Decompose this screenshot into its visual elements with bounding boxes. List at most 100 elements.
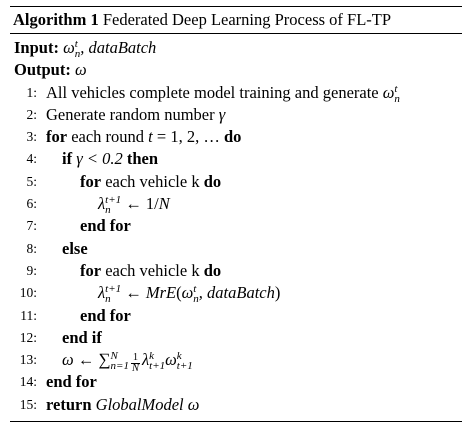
lambda-sub: n <box>105 204 111 217</box>
omega-sub: t+1 <box>176 360 193 373</box>
arrow: ← <box>73 350 99 370</box>
line-number: 1: <box>26 84 37 100</box>
output-value: ω <box>74 60 87 80</box>
algorithm-block: Algorithm 1 Federated Deep Learning Proc… <box>10 6 462 422</box>
omega-sup: k <box>176 350 182 363</box>
line-number: 13: <box>19 352 37 368</box>
line-text: All vehicles complete model training and… <box>46 82 383 102</box>
line-text: each vehicle k <box>101 171 204 191</box>
lambda-symbol: λ <box>98 194 106 214</box>
algorithm-line-4: 4: if γ < 0.2 then <box>10 148 462 170</box>
line-number: 12: <box>19 329 37 345</box>
lambda-sub: n <box>105 293 111 306</box>
keyword-end-for: end for <box>80 216 131 236</box>
line-number: 8: <box>26 240 37 256</box>
input-omega-sup: t <box>74 38 78 50</box>
arrow: ← <box>121 283 146 303</box>
input-label: Input: <box>14 38 59 57</box>
keyword-end-if: end if <box>62 327 102 347</box>
input-rest: , dataBatch <box>80 38 157 57</box>
caption-text: Federated Deep Learning Process of FL-TP <box>102 10 392 29</box>
sum-lower: n=1 <box>110 360 129 373</box>
caption-label: Algorithm 1 <box>13 10 99 29</box>
lambda-sup: t+1 <box>105 194 122 207</box>
line-number: 2: <box>26 106 37 122</box>
input-omega-sub: n <box>74 48 81 60</box>
lambda-symbol: λ <box>141 350 150 370</box>
algorithm-line-15: 15: return GlobalModel ω <box>10 394 462 416</box>
line-number: 14: <box>19 374 37 390</box>
round-variable: t <box>148 127 153 147</box>
omega-symbol: ω <box>62 350 74 370</box>
line-text: Generate random number <box>46 104 219 124</box>
lambda-symbol: λ <box>98 283 106 303</box>
algorithm-line-8: 8: else <box>10 238 462 260</box>
line-text: each round <box>67 127 149 147</box>
omega-symbol: ω <box>187 394 200 414</box>
keyword-do: do <box>203 260 222 280</box>
omega-sup: t <box>394 82 398 95</box>
keyword-if: if <box>62 149 73 169</box>
algorithm-line-12: 12: end if <box>10 327 462 349</box>
keyword-do: do <box>203 171 222 191</box>
line-number: 3: <box>26 129 37 145</box>
algorithm-line-14: 14: end for <box>10 371 462 393</box>
sum-symbol: ∑ <box>98 350 111 370</box>
omega-sup: t <box>193 283 197 296</box>
paren-close: ) <box>274 283 281 303</box>
keyword-return: return <box>46 394 92 414</box>
caption-rule <box>10 33 462 34</box>
fraction-denominator: N <box>131 363 139 375</box>
line-number: 10: <box>19 285 37 301</box>
algorithm-line-2: 2: Generate random number γ <box>10 104 462 126</box>
n-symbol: N <box>158 194 170 214</box>
algorithm-line-5: 5: for each vehicle k do <box>10 171 462 193</box>
input-omega: ω <box>63 38 75 57</box>
line-number: 15: <box>19 396 37 412</box>
lambda-sup: k <box>149 350 155 363</box>
output-line: Output: ω <box>10 59 462 81</box>
line-number: 7: <box>26 218 37 234</box>
algorithm-caption: Algorithm 1 Federated Deep Learning Proc… <box>10 7 462 33</box>
assignment: ← 1/ <box>121 194 159 214</box>
algorithm-line-1: 1: All vehicles complete model training … <box>10 82 462 105</box>
keyword-do: do <box>223 127 242 147</box>
line-number: 11: <box>20 307 37 323</box>
function-name: MrE <box>145 283 177 303</box>
keyword-end-for: end for <box>46 372 97 392</box>
keyword-end-for: end for <box>80 305 131 325</box>
line-number: 5: <box>26 173 37 189</box>
lambda-sub: t+1 <box>149 360 166 373</box>
paren-open: ( <box>176 283 182 303</box>
line-number: 9: <box>26 262 37 278</box>
top-rule <box>10 6 462 7</box>
output-label: Output: <box>14 60 71 80</box>
keyword-for: for <box>80 260 102 280</box>
gamma-symbol: γ <box>218 104 226 124</box>
keyword-else: else <box>62 238 88 258</box>
algorithm-line-9: 9: for each vehicle k do <box>10 260 462 282</box>
lambda-sup: t+1 <box>105 283 122 296</box>
keyword-for: for <box>80 171 102 191</box>
omega-sub: n <box>193 293 199 306</box>
line-number: 4: <box>26 151 37 167</box>
algorithm-line-7: 7: end for <box>10 215 462 237</box>
omega-sub: n <box>394 92 400 105</box>
return-value: GlobalModel <box>91 394 188 414</box>
omega-symbol: ω <box>181 283 194 303</box>
condition: γ < 0.2 <box>72 149 127 169</box>
line-number: 6: <box>26 196 37 212</box>
fraction-numerator: 1 <box>130 352 140 365</box>
keyword-for: for <box>46 127 68 147</box>
algorithm-line-3: 3: for each round t = 1, 2, … do <box>10 126 462 148</box>
omega-symbol: ω <box>382 82 395 102</box>
sum-upper: N <box>110 350 118 363</box>
keyword-then: then <box>126 149 159 169</box>
algorithm-line-11: 11: end for <box>10 305 462 327</box>
function-args: , dataBatch <box>198 283 275 303</box>
